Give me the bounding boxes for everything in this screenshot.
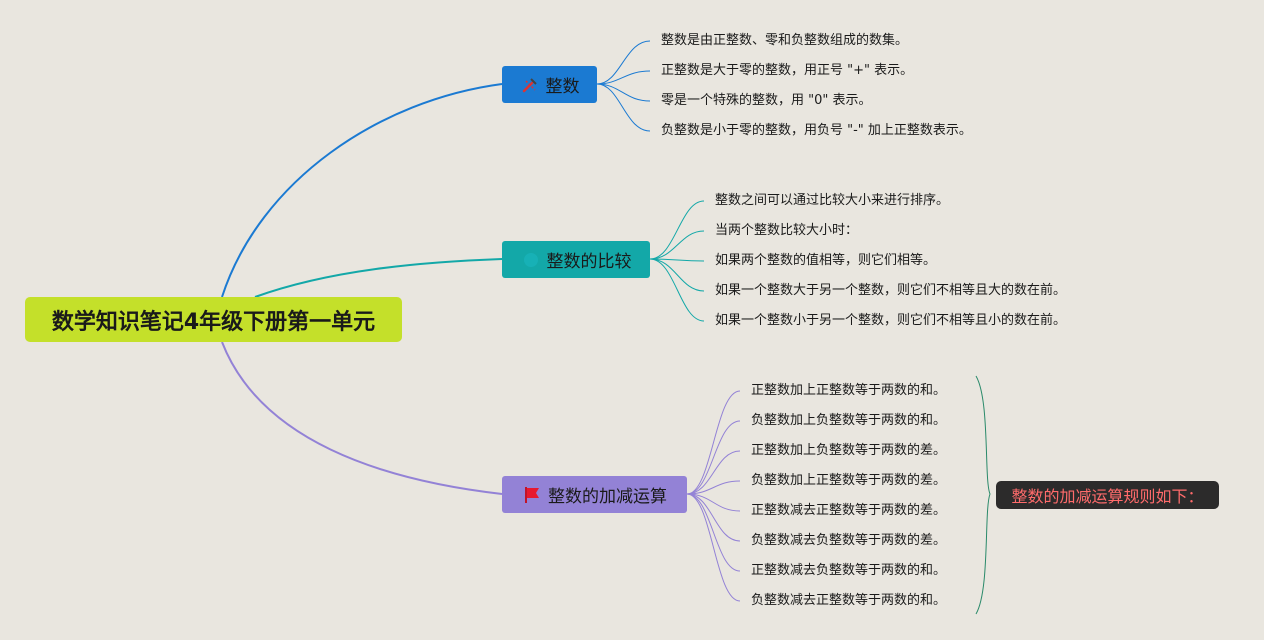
link-root-topic-3 (221, 341, 503, 495)
leaf-item[interactable]: 负整数减去正整数等于两数的和。 (751, 593, 947, 608)
leaf-item[interactable]: 正整数减去负整数等于两数的和。 (751, 563, 947, 578)
topic-integers[interactable]: 整数 (502, 66, 597, 103)
leaf-item[interactable]: 正整数减去正整数等于两数的差。 (751, 503, 947, 518)
leaf-item[interactable]: 如果一个整数小于另一个整数，则它们不相等且小的数在前。 (715, 313, 1067, 328)
leaf-item[interactable]: 如果一个整数大于另一个整数，则它们不相等且大的数在前。 (715, 283, 1067, 298)
leaf-item[interactable]: 当两个整数比较大小时： (715, 223, 859, 238)
red-flag-icon (522, 485, 542, 505)
leaf-item[interactable]: 正整数是大于零的整数，用正号 "+" 表示。 (661, 63, 914, 78)
topic-integer-comparison[interactable]: 整数的比较 (502, 241, 650, 278)
summary-label[interactable]: 整数的加减运算规则如下： (996, 481, 1219, 509)
tools-icon (520, 75, 540, 95)
root-topic[interactable]: 数学知识笔记4年级下册第一单元 (25, 297, 402, 342)
topic-integer-add-subtract[interactable]: 整数的加减运算 (502, 476, 687, 513)
topic-label: 整数的比较 (546, 252, 632, 272)
leaf-item[interactable]: 整数之间可以通过比较大小来进行排序。 (715, 193, 950, 208)
leaf-item[interactable]: 负整数是小于零的整数，用负号 "-" 加上正整数表示。 (661, 123, 972, 138)
leaf-item[interactable]: 负整数加上正整数等于两数的差。 (751, 473, 947, 488)
topic-label: 整数 (545, 77, 580, 97)
leaf-item[interactable]: 零是一个特殊的整数，用 "0" 表示。 (661, 93, 872, 108)
leaf-item[interactable]: 正整数加上负整数等于两数的差。 (751, 443, 947, 458)
leaf-item[interactable]: 负整数加上负整数等于两数的和。 (751, 413, 947, 428)
leaf-item[interactable]: 正整数加上正整数等于两数的和。 (751, 383, 947, 398)
link-root-topic-1 (221, 83, 503, 298)
leaf-item[interactable]: 整数是由正整数、零和负整数组成的数集。 (661, 33, 909, 48)
leaf-item[interactable]: 如果两个整数的值相等，则它们相等。 (715, 253, 937, 268)
leaf-item[interactable]: 负整数减去负整数等于两数的差。 (751, 533, 947, 548)
topic-label: 整数的加减运算 (548, 487, 667, 507)
link-root-topic-2 (254, 258, 503, 298)
summary-brace (975, 375, 991, 615)
balance-icon (521, 250, 541, 270)
